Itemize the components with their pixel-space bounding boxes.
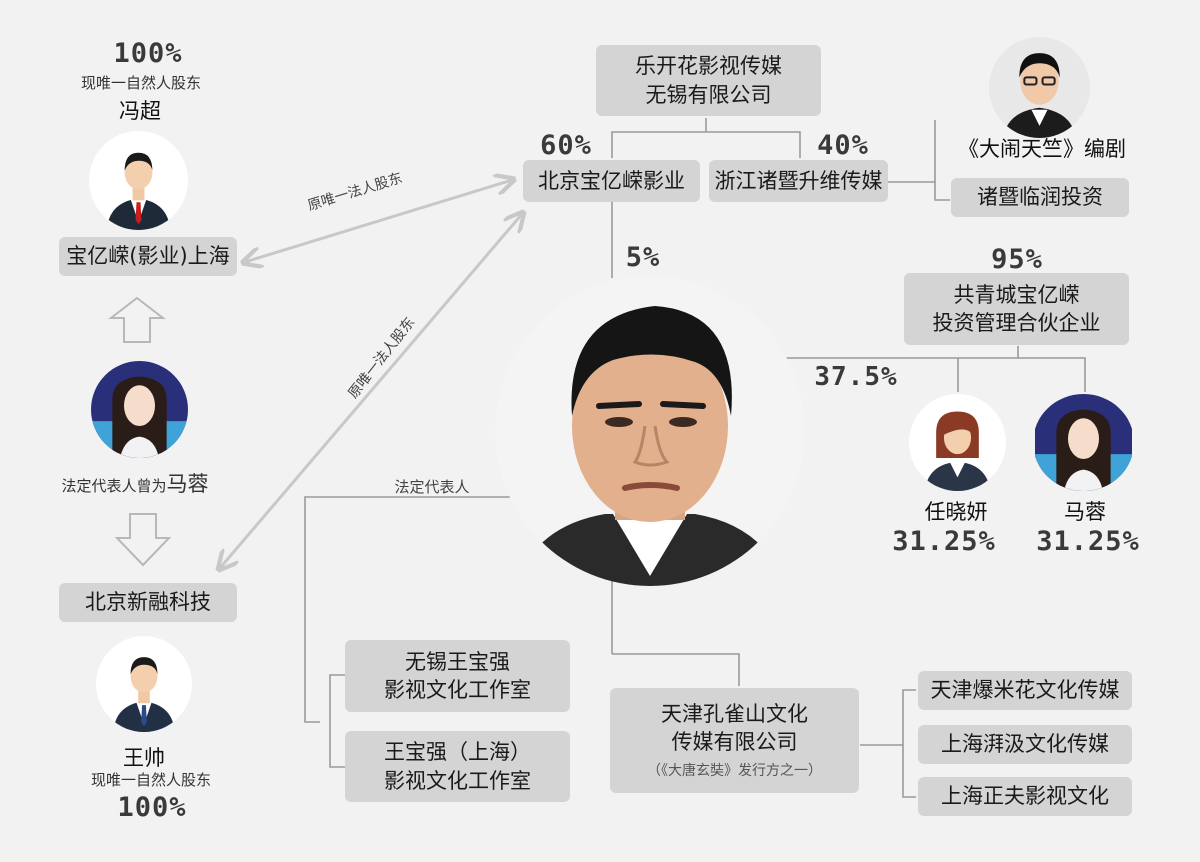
man-silhouette-icon <box>89 131 188 230</box>
feng-chao-percent: 100% <box>113 38 183 69</box>
wang-shuai-name: 王帅 <box>123 746 165 770</box>
box-tianjin-baomihua: 天津爆米花文化传媒 <box>918 671 1132 710</box>
box-tianjin-kongqueshan: 天津孔雀山文化 传媒有限公司 （《大唐玄奘》发行方之一） <box>610 688 859 793</box>
ma-rong-name-right: 马蓉 <box>1064 500 1106 524</box>
writer-label: 《大闹天竺》编剧 <box>958 137 1126 161</box>
woman-silhouette-icon <box>909 394 1006 491</box>
feng-chao-name: 冯超 <box>119 99 161 123</box>
hollow-arrow-down <box>114 513 172 567</box>
feng-chao-avatar <box>89 131 188 230</box>
woman-photo-icon <box>91 361 188 458</box>
man-portrait-icon <box>495 276 805 586</box>
box-shanghai-paiji: 上海湃汲文化传媒 <box>918 725 1132 764</box>
line-parent-split <box>611 131 801 158</box>
pct-zhejiang-40: 40% <box>817 130 869 161</box>
pct-baoyirong-60: 60% <box>540 130 592 161</box>
arrow-lower <box>220 214 522 568</box>
legal-rep-former: 法定代表人曾为马蓉 <box>61 472 209 496</box>
box-wuxi-studio: 无锡王宝强 影视文化工作室 <box>345 640 570 712</box>
wang-shuai-percent: 100% <box>117 792 187 823</box>
label-legal-representative: 法定代表人 <box>394 478 470 496</box>
pct-center-37-5: 37.5% <box>814 362 898 392</box>
man-silhouette-icon <box>96 636 192 732</box>
box-shanghai-studio: 王宝强（上海） 影视文化工作室 <box>345 731 570 802</box>
box-gongqingcheng: 共青城宝亿嵘 投资管理合伙企业 <box>904 273 1129 345</box>
wang-shuai-avatar <box>96 636 192 732</box>
box-shanghai-zhengfu: 上海正夫影视文化 <box>918 777 1132 816</box>
wang-baoqiang-portrait <box>495 276 805 586</box>
ren-xiaoyan-avatar <box>909 394 1006 491</box>
pct-center-5: 5% <box>625 242 661 273</box>
ma-rong-avatar-right <box>1033 394 1134 491</box>
box-beijing-xinrong: 北京新融科技 <box>59 583 237 622</box>
box-lekaihua: 乐开花影视传媒 无锡有限公司 <box>596 45 821 116</box>
box-zhejiang-shengwei: 浙江诸暨升维传媒 <box>709 160 888 202</box>
woman-photo-icon <box>1035 394 1132 491</box>
ren-xiaoyan-name: 任晓妍 <box>924 500 988 524</box>
wang-shuai-note: 现唯一自然人股东 <box>90 771 212 789</box>
feng-chao-note: 现唯一自然人股东 <box>80 74 202 92</box>
ma-rong-percent: 31.25% <box>1036 526 1140 557</box>
writer-avatar <box>989 37 1090 138</box>
man-photo-icon <box>989 37 1090 138</box>
box-baoyirong-shanghai: 宝亿嵘(影业)上海 <box>59 237 237 276</box>
hollow-arrow-up <box>108 296 166 343</box>
ma-rong-avatar-left <box>91 361 188 458</box>
ren-xiaoyan-percent: 31.25% <box>892 526 996 557</box>
box-beijing-baoyirong: 北京宝亿嵘影业 <box>523 160 700 202</box>
pct-partner-95: 95% <box>991 244 1043 275</box>
box-zhuji-linrun: 诸暨临润投资 <box>951 178 1129 217</box>
